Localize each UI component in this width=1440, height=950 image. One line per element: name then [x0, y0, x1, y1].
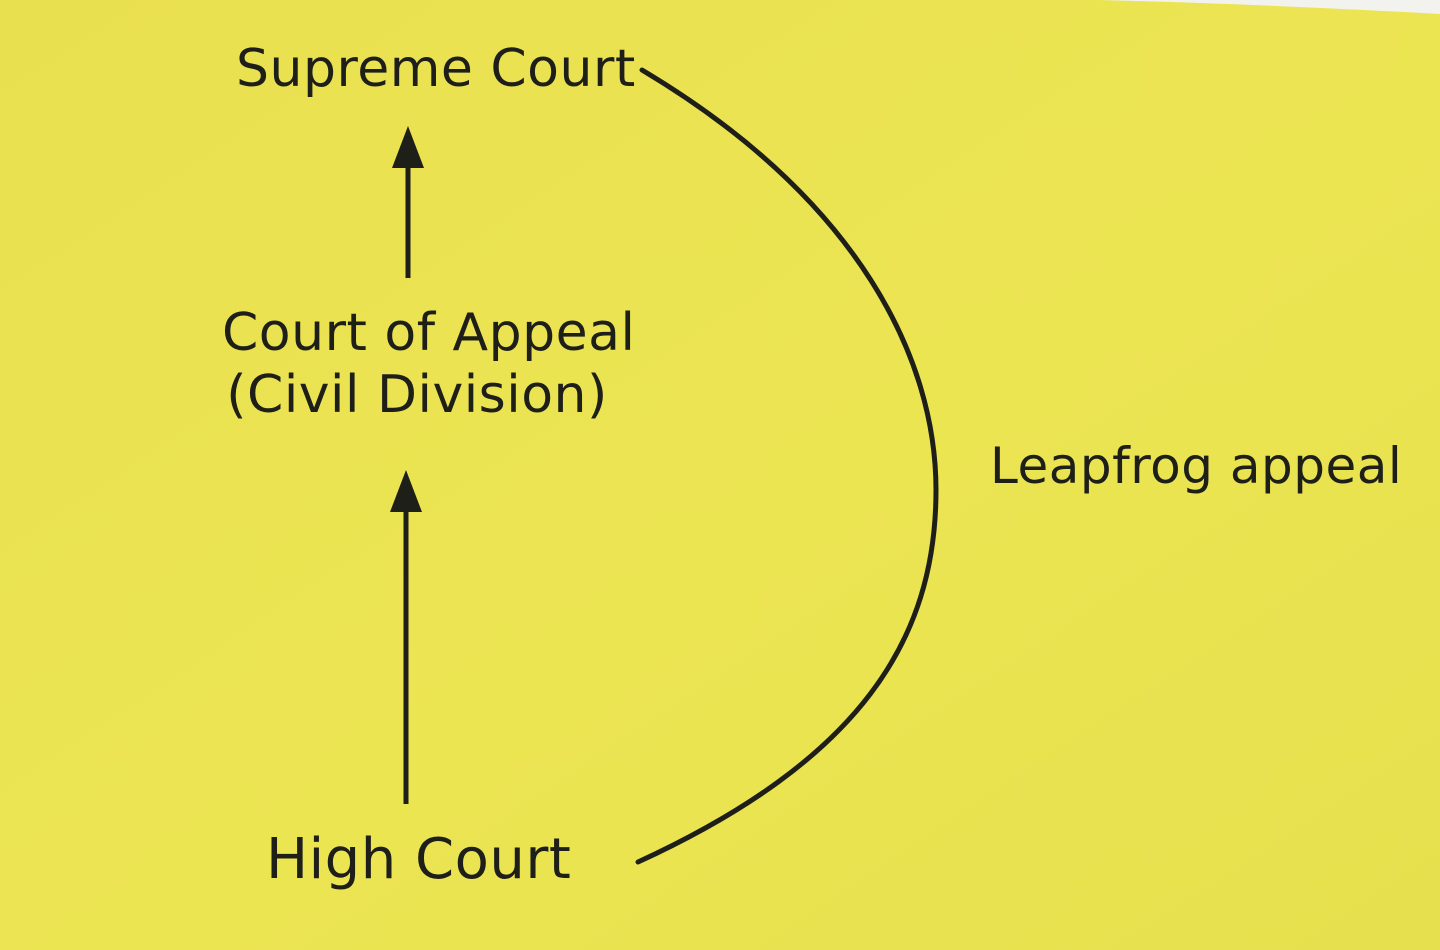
node-supreme-court: Supreme Court	[236, 39, 636, 99]
leapfrog-appeal-label: Leapfrog appeal	[990, 437, 1403, 495]
node-court-of-appeal: Court of Appeal (Civil Division)	[222, 302, 636, 427]
node-court-of-appeal-line2: (Civil Division)	[226, 365, 608, 426]
arrow-appeal-to-supreme	[392, 126, 424, 278]
arrow-high-to-appeal	[390, 470, 422, 804]
node-court-of-appeal-line1: Court of Appeal	[222, 303, 636, 363]
leapfrog-curve	[635, 67, 939, 865]
node-high-court: High Court	[266, 827, 572, 892]
